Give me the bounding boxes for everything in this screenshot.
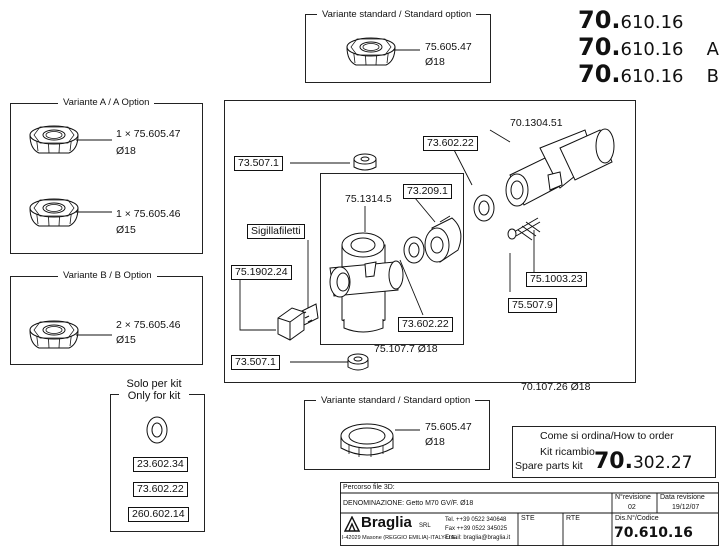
title-block-code: 70.610.16 (614, 525, 693, 541)
company-suffix: SRL (419, 523, 431, 529)
ste-label: STE (521, 515, 535, 522)
kit-code-2: 73.602.22 (133, 482, 188, 497)
inner-assembly-label: 75.107.7 Ø18 (374, 343, 438, 355)
outer-assembly-label: 70.107.26 Ø18 (521, 381, 591, 393)
bottom-standard-diameter: Ø18 (425, 436, 445, 448)
label-sealant: Sigillafiletti (247, 224, 305, 239)
revision-value: 02 (628, 504, 636, 511)
code-suffix: 610.16 (620, 12, 684, 33)
variant-a-item1-diameter: Ø18 (116, 145, 136, 157)
order-code-prefix: 70. (594, 449, 633, 474)
variant-b-letter: B (706, 66, 719, 87)
order-code-suffix: 302.27 (632, 453, 693, 473)
date-value: 19/12/07 (672, 504, 700, 511)
bottom-standard-title: Variante standard / Standard option (316, 395, 476, 406)
label-ball: 73.209.1 (403, 184, 452, 199)
company-address: I-42029 Masone (REGGIO EMILIA)-ITALY-U.E… (342, 535, 457, 541)
path-label: Percorso file 3D: (343, 484, 395, 491)
variant-b-item: 2 × 75.605.46 (116, 319, 181, 331)
label-cartridge: 70.1304.51 (510, 117, 563, 129)
label-ring: 75.507.9 (508, 298, 557, 313)
order-line3: Spare parts kit (515, 460, 583, 472)
kit-code-3: 260.602.14 (128, 507, 189, 522)
variant-a-letter: A (706, 39, 719, 60)
order-kit-code: 70.302.27 (594, 449, 692, 474)
company-name: Braglia (361, 514, 412, 531)
code-label: Dis.N°/Codice (615, 515, 659, 522)
variant-a-item1: 1 × 75.605.47 (116, 128, 181, 140)
top-standard-title: Variante standard / Standard option (317, 9, 477, 20)
order-line2: Kit ricambio (540, 446, 595, 458)
drawing-code: 70.610.16 (578, 6, 684, 34)
company-email: Email: braglia@braglia.it (445, 535, 511, 541)
drawing-code-a: 70.610.16 A (578, 33, 719, 61)
code-suffix: 610.16 (620, 39, 684, 60)
label-body: 75.1314.5 (345, 193, 392, 205)
kit-code-1: 23.602.34 (133, 457, 188, 472)
bottom-standard-code: 75.605.47 (425, 421, 472, 433)
company-tel: Tel. ++39 0522 340648 (445, 517, 507, 523)
kit-only-title-en: Only for kit (127, 390, 181, 402)
bottom-standard-option-box (304, 400, 490, 470)
label-spring: 75.1003.23 (526, 272, 587, 287)
variant-b-title: Variante B / B Option (58, 270, 157, 281)
code-prefix: 70. (578, 33, 621, 61)
label-plug: 75.1902.24 (231, 265, 292, 280)
code-suffix: 610.16 (620, 66, 684, 87)
kit-only-title-it: Solo per kit (126, 378, 182, 390)
label-seal-inner: 73.602.22 (398, 317, 453, 332)
date-label: Data revisione (660, 494, 705, 501)
company-fax: Fax ++39 0522 345025 (445, 526, 508, 532)
braglia-logo-icon (344, 516, 360, 532)
code-prefix: 70. (578, 6, 621, 34)
order-box (512, 426, 716, 478)
kit-only-title: Solo per kit Only for kit (119, 378, 189, 402)
variant-a-item2: 1 × 75.605.46 (116, 208, 181, 220)
order-line1: Come si ordina/How to order (540, 430, 674, 442)
variant-a-box (10, 103, 203, 254)
label-nut-top: 73.507.1 (234, 156, 283, 171)
label-seal-outer: 73.602.22 (423, 136, 478, 151)
revision-label: N°revisione (615, 494, 651, 501)
code-prefix: 70. (578, 60, 621, 88)
variant-b-item-diameter: Ø15 (116, 334, 136, 346)
drawing-code-b: 70.610.16 B (578, 60, 719, 88)
top-standard-diameter: Ø18 (425, 56, 445, 68)
label-nut-bottom: 73.507.1 (231, 355, 280, 370)
rte-label: RTE (566, 515, 580, 522)
variant-a-title: Variante A / A Option (58, 97, 155, 108)
variant-a-item2-diameter: Ø15 (116, 224, 136, 236)
denomination: DENOMINAZIONE: Getto M70 GV/F. Ø18 (343, 500, 474, 507)
top-standard-code: 75.605.47 (425, 41, 472, 53)
